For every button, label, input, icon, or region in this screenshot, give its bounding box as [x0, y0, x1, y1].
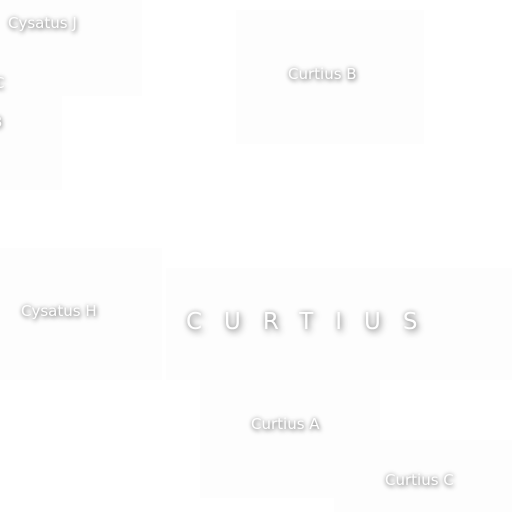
feature-label-cysatus-h[interactable]: Cysatus H — [21, 302, 97, 320]
map-tile — [0, 40, 62, 190]
feature-label-curtius-b[interactable]: Curtius B — [288, 65, 357, 83]
map-tile — [334, 440, 512, 512]
feature-label-curtius-a[interactable]: Curtius A — [251, 415, 320, 433]
feature-label-curtius-c[interactable]: Curtius C — [385, 471, 454, 489]
feature-label-clipped-c[interactable]: C — [0, 74, 4, 92]
feature-label-clipped-b[interactable]: B — [0, 113, 2, 131]
feature-label-curtius[interactable]: CURTIUS — [186, 309, 440, 335]
map-tile — [236, 10, 424, 144]
feature-label-cysatus-j[interactable]: Cysatus J — [8, 14, 77, 32]
map-tile — [0, 248, 162, 380]
